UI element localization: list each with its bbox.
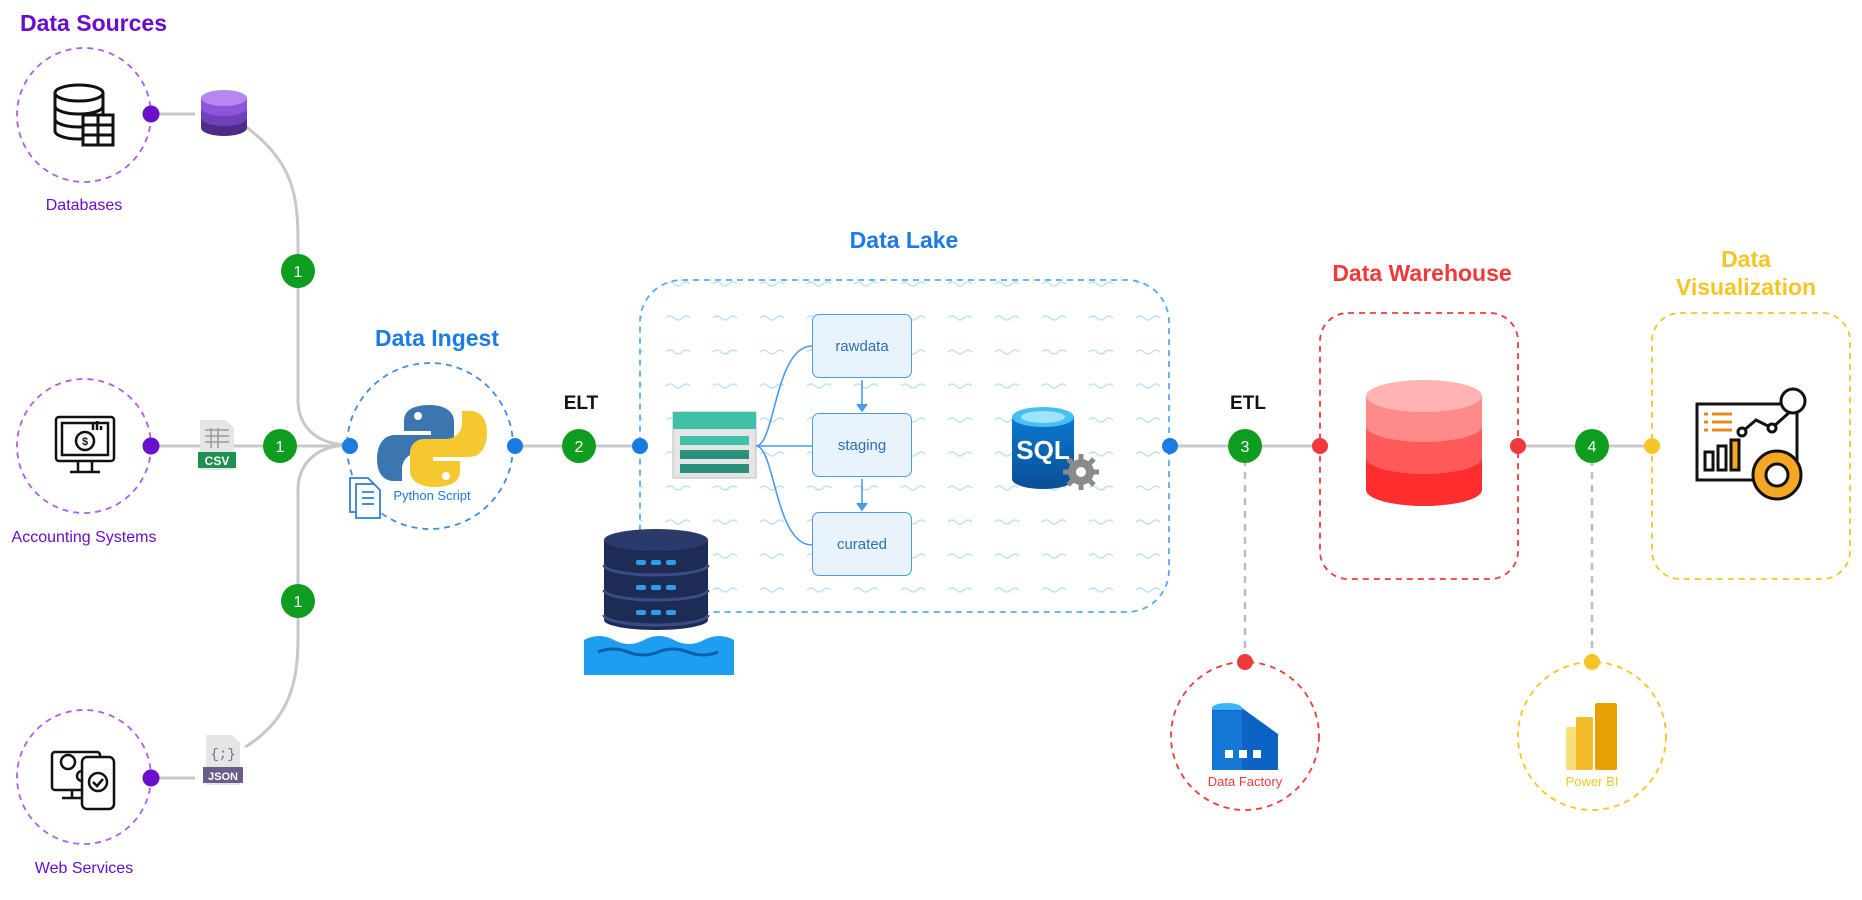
data-warehouse-title: Data Warehouse [1332,260,1512,286]
factory-port [1237,654,1253,670]
web-to-ingest-line [244,443,351,749]
databases-port [142,105,160,123]
lake-right-port [1162,438,1178,454]
step-3: 3 [1241,439,1250,456]
svg-text:$: $ [82,436,88,448]
lake-left-port [632,438,648,454]
json-file-label: JSON [208,771,238,783]
data-visualization-title-line1: Data [1721,246,1771,272]
step-badges [263,254,1609,618]
python-script-label: Python Script [393,488,471,503]
accounting-monitor-icon: $ [54,415,116,474]
accounting-systems-label: Accounting Systems [11,529,157,546]
csv-file-label: CSV [205,454,230,468]
data-visualization-title-line2: Visualization [1675,274,1817,300]
data-ingest-title: Data Ingest [375,325,499,351]
data-factory-icon [1212,703,1278,770]
db-to-ingest-line [244,124,351,447]
step-4: 4 [1588,439,1597,456]
stacked-database-icon [201,90,247,136]
warehouse-right-port [1510,438,1526,454]
zone-rawdata: rawdata [812,314,912,378]
step-1-accounting: 1 [276,439,285,456]
zone-curated: curated [812,512,912,576]
ingest-left-port [342,438,358,454]
sql-database-icon [1012,407,1099,490]
data-lake-server-icon [584,529,734,675]
svg-text:{;}: {;} [210,747,235,763]
power-bi-icon [1566,703,1617,770]
data-sources-title: Data Sources [20,10,168,36]
factory-circle [1170,661,1320,811]
power-bi-label: Power BI [1565,774,1619,789]
python-logo-icon [377,405,487,487]
json-file-icon: {;} [203,735,243,785]
zone-staging: staging [812,413,912,477]
powerbi-circle [1517,661,1667,811]
powerbi-port [1584,654,1600,670]
visualization-port [1644,438,1660,454]
accounting-port [142,437,160,455]
ingest-right-port [507,438,523,454]
warehouse-left-port [1312,438,1328,454]
data-lake-title: Data Lake [849,227,959,253]
red-database-icon [1366,380,1482,506]
webservices-port [142,769,160,787]
web-services-label: Web Services [34,860,134,877]
step-1-webservices: 1 [294,594,303,611]
etl-label: ETL [1230,393,1266,414]
elt-label: ELT [563,393,599,414]
database-table-icon [53,83,115,147]
script-files-icon [349,477,381,519]
web-services-icon [50,750,116,811]
step-1-databases: 1 [294,264,303,281]
sql-label: SQL [1016,435,1070,465]
dashboard-analytics-icon [1695,387,1807,501]
data-factory-label: Data Factory [1207,774,1283,789]
databases-label: Databases [45,197,123,214]
step-2: 2 [575,439,584,456]
storage-account-icon [672,411,757,479]
csv-file-icon [198,420,236,470]
zone-branches [755,345,868,546]
